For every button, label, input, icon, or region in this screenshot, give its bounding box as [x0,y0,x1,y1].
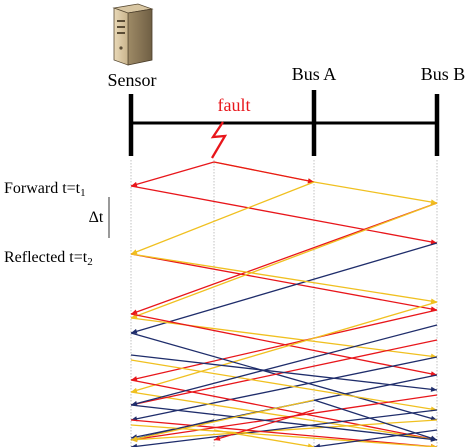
ray-arrowhead-30 [430,443,437,447]
lattice-ray-10 [130,242,438,334]
lattice-ray-9 [130,202,438,319]
lattice-ray-13 [130,309,438,381]
lattice-ray-36 [313,429,438,447]
lattice-ray-35 [213,429,315,447]
fault-label: fault [218,95,251,115]
lattice-ray-25 [130,394,438,441]
lattice-ray-33 [213,409,315,441]
ray-arrowhead-15 [131,387,138,393]
lattice-ray-29 [130,419,438,447]
ray-arrowhead-5 [131,249,138,255]
ray-arrowhead-32 [131,436,138,442]
lattice-rays [130,161,438,447]
lattice-ray-23 [130,324,438,406]
lattice-ray-32 [130,399,315,441]
ray-arrowhead-35 [307,443,314,447]
lattice-ray-4 [213,161,315,183]
ray-arrowhead-1 [131,181,138,187]
lattice-ray-18 [130,379,438,441]
time-guides [130,160,438,447]
lattice-ray-27 [130,404,438,441]
lattice-ray-15 [130,301,438,393]
server-tower-icon [112,3,154,66]
reflected-label: Reflected t=t2 [4,249,93,268]
lattice-ray-2 [130,185,438,244]
lattice-ray-14 [130,253,438,303]
lattice-ray-24 [130,354,438,391]
sensor-label: Sensor [108,70,157,90]
lattice-ray-22 [130,359,438,411]
ray-arrowhead-34 [430,435,437,441]
ray-arrowhead-8 [131,309,138,315]
forward-label: Forward t=t1 [4,180,86,199]
ray-arrowhead-33 [214,435,221,441]
lattice-ray-19 [130,391,438,441]
lattice-ray-1 [130,161,215,187]
lattice-ray-5 [130,181,315,255]
ray-arrowhead-36 [314,443,321,447]
bus-b-label: Bus B [421,64,466,84]
transmission-line [128,90,440,156]
lattice-ray-16 [130,332,438,421]
lattice-ray-7 [313,181,438,204]
lattice-ray-6 [130,253,438,311]
lightning-bolt-icon [210,121,228,159]
bus-a-label: Bus A [292,64,337,84]
ray-arrowhead-28 [131,443,138,447]
delta-t-label: Δt [89,209,104,226]
ray-arrowhead-24 [430,386,437,392]
lattice-ray-28 [130,409,438,447]
ray-arrowhead-10 [131,328,138,334]
lattice-ray-17 [130,356,438,421]
